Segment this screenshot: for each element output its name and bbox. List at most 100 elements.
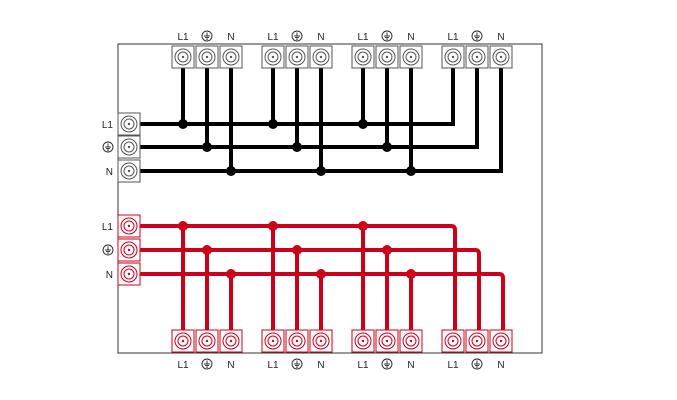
bottom-terminal — [195, 329, 219, 353]
left-input-terminal-red — [117, 262, 141, 286]
ground-icon — [201, 358, 213, 370]
terminals-layer — [117, 45, 513, 353]
top-label-n: N — [497, 32, 504, 43]
red-junction-dot — [202, 245, 212, 255]
bottom-terminal — [441, 329, 465, 353]
top-label-l1: L1 — [357, 32, 369, 43]
ground-icon — [102, 244, 114, 256]
left-input-terminal-red — [117, 238, 141, 262]
red-junction-dot — [268, 221, 278, 231]
bottom-terminal — [375, 329, 399, 353]
terminal-inner-ring — [225, 335, 237, 347]
top-terminal — [489, 45, 513, 69]
top-terminal — [351, 45, 375, 69]
terminal-inner-ring — [225, 51, 237, 63]
bottom-terminal — [171, 329, 195, 353]
terminal-inner-ring — [471, 51, 483, 63]
terminal-inner-ring — [123, 220, 135, 232]
ground-icon — [471, 358, 483, 370]
red-junction-dot — [226, 269, 236, 279]
bottom-label-l1: L1 — [267, 360, 279, 371]
ground-icon — [291, 358, 303, 370]
ground-icon — [291, 30, 303, 42]
enclosure-outline — [117, 43, 543, 354]
terminal-center — [409, 55, 413, 59]
terminal-center — [319, 55, 323, 59]
red-junction-dot — [358, 221, 368, 231]
terminal-inner-ring — [315, 51, 327, 63]
terminal-center — [295, 339, 299, 343]
ground-icon — [381, 30, 393, 42]
ground-icon-ring — [291, 30, 303, 42]
terminal-inner-ring — [495, 51, 507, 63]
terminal-inner-ring — [267, 51, 279, 63]
terminal-inner-ring — [381, 51, 393, 63]
wires-layer — [140, 66, 505, 330]
terminal-inner-ring — [201, 51, 213, 63]
terminal-center — [127, 122, 131, 126]
terminal-inner-ring — [405, 335, 417, 347]
terminal-inner-ring — [471, 335, 483, 347]
terminal-center — [271, 55, 275, 59]
ground-icon-ring — [201, 30, 213, 42]
left-input-terminal-black — [117, 159, 141, 183]
terminal-inner-ring — [123, 141, 135, 153]
terminal-center — [205, 339, 209, 343]
terminal-center — [295, 55, 299, 59]
black-junction-dot — [358, 119, 368, 129]
red-junction-dot — [292, 245, 302, 255]
ground-icon-ring — [381, 358, 393, 370]
red-junction-dot — [316, 269, 326, 279]
black-junction-dot — [268, 119, 278, 129]
left-label-n-black: N — [106, 167, 113, 178]
terminal-center — [385, 55, 389, 59]
terminal-inner-ring — [267, 335, 279, 347]
left-input-terminal-black — [117, 112, 141, 136]
black-junction-dot — [178, 119, 188, 129]
ground-icon-ring — [201, 358, 213, 370]
ground-icon-ring — [471, 30, 483, 42]
terminal-inner-ring — [177, 335, 189, 347]
bottom-terminal — [489, 329, 513, 353]
ground-icon-ring — [102, 141, 114, 153]
top-terminal — [285, 45, 309, 69]
black-junction-dot — [316, 166, 326, 176]
left-label-l1-red: L1 — [102, 222, 114, 233]
terminal-inner-ring — [177, 51, 189, 63]
terminal-center — [127, 224, 131, 228]
terminal-inner-ring — [315, 335, 327, 347]
bottom-label-l1: L1 — [357, 360, 369, 371]
terminal-inner-ring — [291, 51, 303, 63]
terminal-inner-ring — [123, 244, 135, 256]
terminal-inner-ring — [357, 51, 369, 63]
black-junction-dot — [226, 166, 236, 176]
ground-icon — [201, 30, 213, 42]
terminal-center — [229, 339, 233, 343]
ground-icon — [471, 30, 483, 42]
terminal-center — [205, 55, 209, 59]
terminal-center — [409, 339, 413, 343]
terminal-center — [319, 339, 323, 343]
terminal-inner-ring — [405, 51, 417, 63]
red-bus-wire-1 — [140, 248, 481, 330]
black-junction-dot — [292, 142, 302, 152]
bottom-label-n: N — [497, 360, 504, 371]
terminal-center — [229, 55, 233, 59]
terminal-center — [451, 339, 455, 343]
terminal-center — [475, 55, 479, 59]
red-junction-dot — [178, 221, 188, 231]
bottom-label-l1: L1 — [177, 360, 189, 371]
top-label-n: N — [407, 32, 414, 43]
terminal-center — [127, 169, 131, 173]
terminal-inner-ring — [447, 51, 459, 63]
top-label-l1: L1 — [177, 32, 189, 43]
red-bus-wire-0 — [140, 224, 457, 330]
black-junction-dot — [406, 166, 416, 176]
terminal-inner-ring — [123, 165, 135, 177]
terminal-center — [499, 339, 503, 343]
top-label-n: N — [227, 32, 234, 43]
top-terminal — [399, 45, 423, 69]
ground-icon-ring — [102, 244, 114, 256]
